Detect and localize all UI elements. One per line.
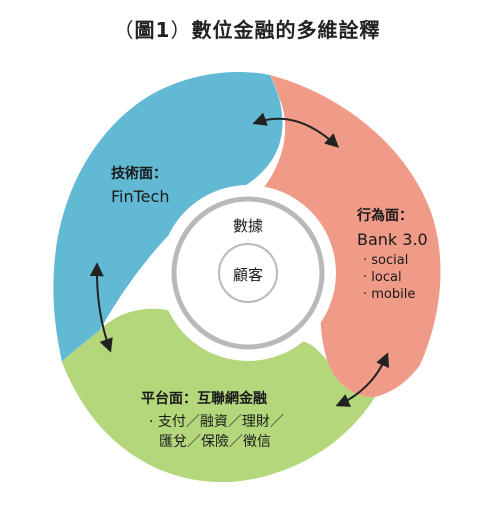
figure-number: 圖1 xyxy=(134,18,171,42)
data-label: 數據 xyxy=(232,217,263,235)
behavior-subtitle: Bank 3.0 xyxy=(357,230,428,249)
behavior-segment xyxy=(262,75,441,398)
tech-label-group: 技術面： FinTech xyxy=(111,163,169,206)
behavior-heading: 行為面： xyxy=(357,208,413,224)
tech-heading: 技術面： xyxy=(111,166,167,182)
customer-label: 顧客 xyxy=(232,266,263,284)
figure-title: （圖1）數位金融的多維詮釋 xyxy=(0,14,494,43)
arrow-platform-tech xyxy=(89,262,113,353)
platform-segment xyxy=(62,308,375,483)
behavior-item: · local xyxy=(363,270,402,285)
platform-label-group: 平台面：互聯網金融 · 支付／融資／理財／ 匯兌／保險／徵信 xyxy=(141,388,284,452)
arrow-tech-behavior xyxy=(252,112,340,148)
platform-heading: 平台面：互聯網金融 xyxy=(141,391,267,407)
customer-ring xyxy=(218,243,278,303)
platform-line: 匯兌／保險／徵信 xyxy=(159,434,271,450)
title-paren-open: （ xyxy=(113,18,135,42)
title-text: 數位金融的多維詮釋 xyxy=(191,18,381,42)
platform-line: · 支付／融資／理財／ xyxy=(149,414,284,430)
title-paren-close: ） xyxy=(170,18,192,42)
behavior-item: · mobile xyxy=(363,287,416,302)
behavior-label-group: 行為面： Bank 3.0 · social · local · mobile xyxy=(357,205,428,303)
behavior-item: · social xyxy=(363,253,409,268)
arrow-behavior-platform xyxy=(335,352,390,407)
tech-subtitle: FinTech xyxy=(111,187,170,206)
data-ring xyxy=(171,196,325,350)
